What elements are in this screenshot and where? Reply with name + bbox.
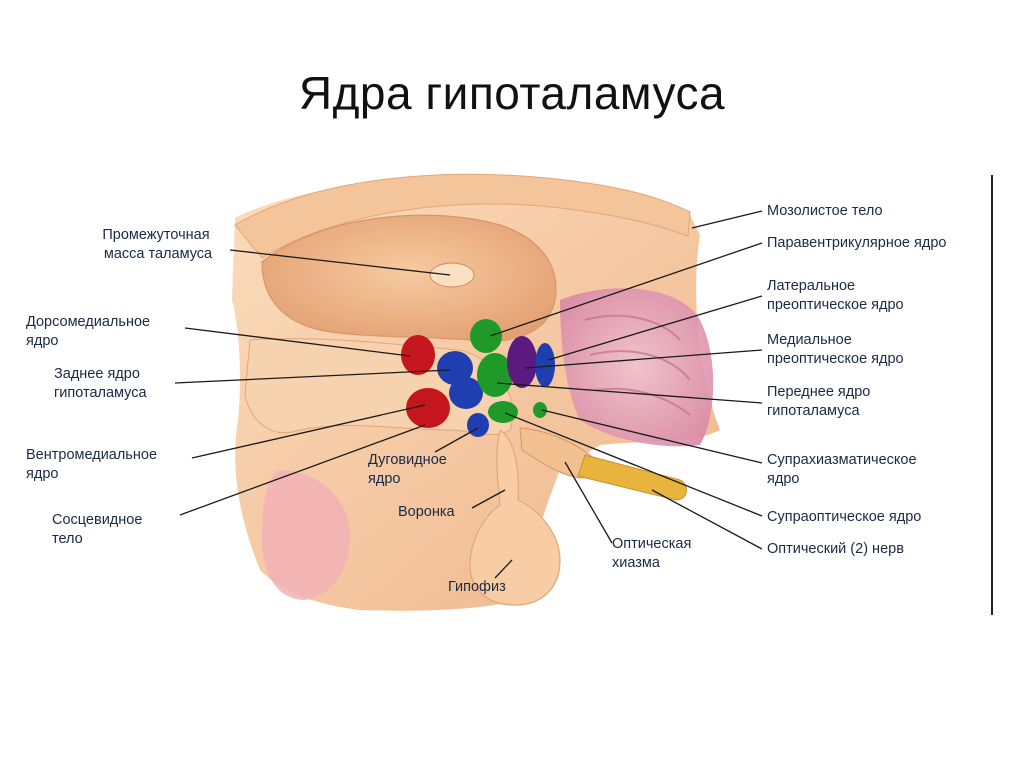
suprachiasmatic-nucleus (533, 402, 547, 418)
thalamus-shape (261, 214, 557, 342)
lateral-preoptic-nucleus (535, 343, 555, 387)
label-medial-preoptic: Медиальное преоптическое ядро (767, 332, 904, 367)
leader-paraventricular (489, 242, 763, 337)
leader-optic-chiasm (564, 461, 613, 544)
leader-infundibulum (471, 489, 506, 509)
label-arcuate: Дуговидное ядро (368, 452, 451, 487)
infundibulum-shape (469, 429, 561, 606)
paraventricular-nucleus (470, 319, 502, 353)
label-optic-chiasm: Оптическая хиазма (612, 536, 695, 571)
label-massa-intermedia: Промежуточная масса таламуса (102, 227, 213, 262)
label-ventromedial: Вентромедиальное ядро (26, 447, 161, 482)
anterior-nucleus (477, 353, 513, 397)
leader-dorsomedial (184, 327, 411, 357)
labels: Промежуточная масса таламуса Дорсомедиал… (26, 203, 946, 595)
label-corpus-callosum: Мозолистое тело (767, 203, 883, 219)
label-lateral-preoptic: Латеральное преоптическое ядро (767, 278, 904, 313)
label-supraoptic: Супраоптическое ядро (767, 509, 921, 525)
leader-optic-nerve (651, 489, 763, 550)
leader-pituitary (494, 559, 513, 579)
corpus-callosum-shape (234, 173, 691, 259)
label-infundibulum: Воронка (398, 504, 456, 520)
leader-arcuate (434, 427, 479, 453)
leader-ventromedial (191, 404, 426, 459)
medial-preoptic-nucleus (507, 336, 537, 388)
supraoptic-nucleus (488, 401, 518, 423)
leader-corpus-callosum (691, 210, 763, 229)
massa-intermedia-shape (429, 262, 475, 288)
mammillary-region (262, 470, 351, 600)
label-optic-nerve: Оптический (2) нерв (767, 541, 904, 557)
leader-massa-intermedia (229, 249, 451, 276)
leader-posterior (174, 369, 451, 384)
leader-lateral-preoptic (547, 295, 763, 361)
dorsomedial-nucleus (401, 335, 435, 375)
leader-supraoptic (504, 412, 763, 517)
leader-medial-preoptic (524, 349, 763, 369)
leader-suprachiasmatic (541, 409, 763, 464)
arcuate-nucleus (467, 413, 489, 437)
slide-title: Ядра гипоталамуса (298, 67, 726, 119)
preoptic-region (560, 288, 714, 447)
label-paraventricular: Паравентрикулярное ядро (767, 235, 946, 251)
label-suprachiasmatic: Супрахиазматическое ядро (767, 452, 921, 487)
label-dorsomedial: Дорсомедиальное ядро (26, 314, 154, 349)
label-anterior: Переднее ядро гипоталамуса (767, 384, 874, 419)
posterior-nucleus (437, 351, 473, 385)
ventromedial-nucleus (406, 388, 450, 428)
leader-anterior (496, 382, 763, 404)
label-pituitary: Гипофиз (448, 579, 506, 595)
posterior-nucleus-lower (449, 377, 483, 409)
label-mammillary: Сосцевидное тело (52, 512, 146, 547)
leader-mammillary (179, 424, 426, 516)
leader-lines (174, 210, 763, 579)
optic-nerve-shape (577, 454, 687, 501)
label-posterior: Заднее ядро гипоталамуса (54, 366, 148, 401)
pink-folds (584, 314, 691, 416)
hypothalamic-nuclei (401, 319, 555, 437)
